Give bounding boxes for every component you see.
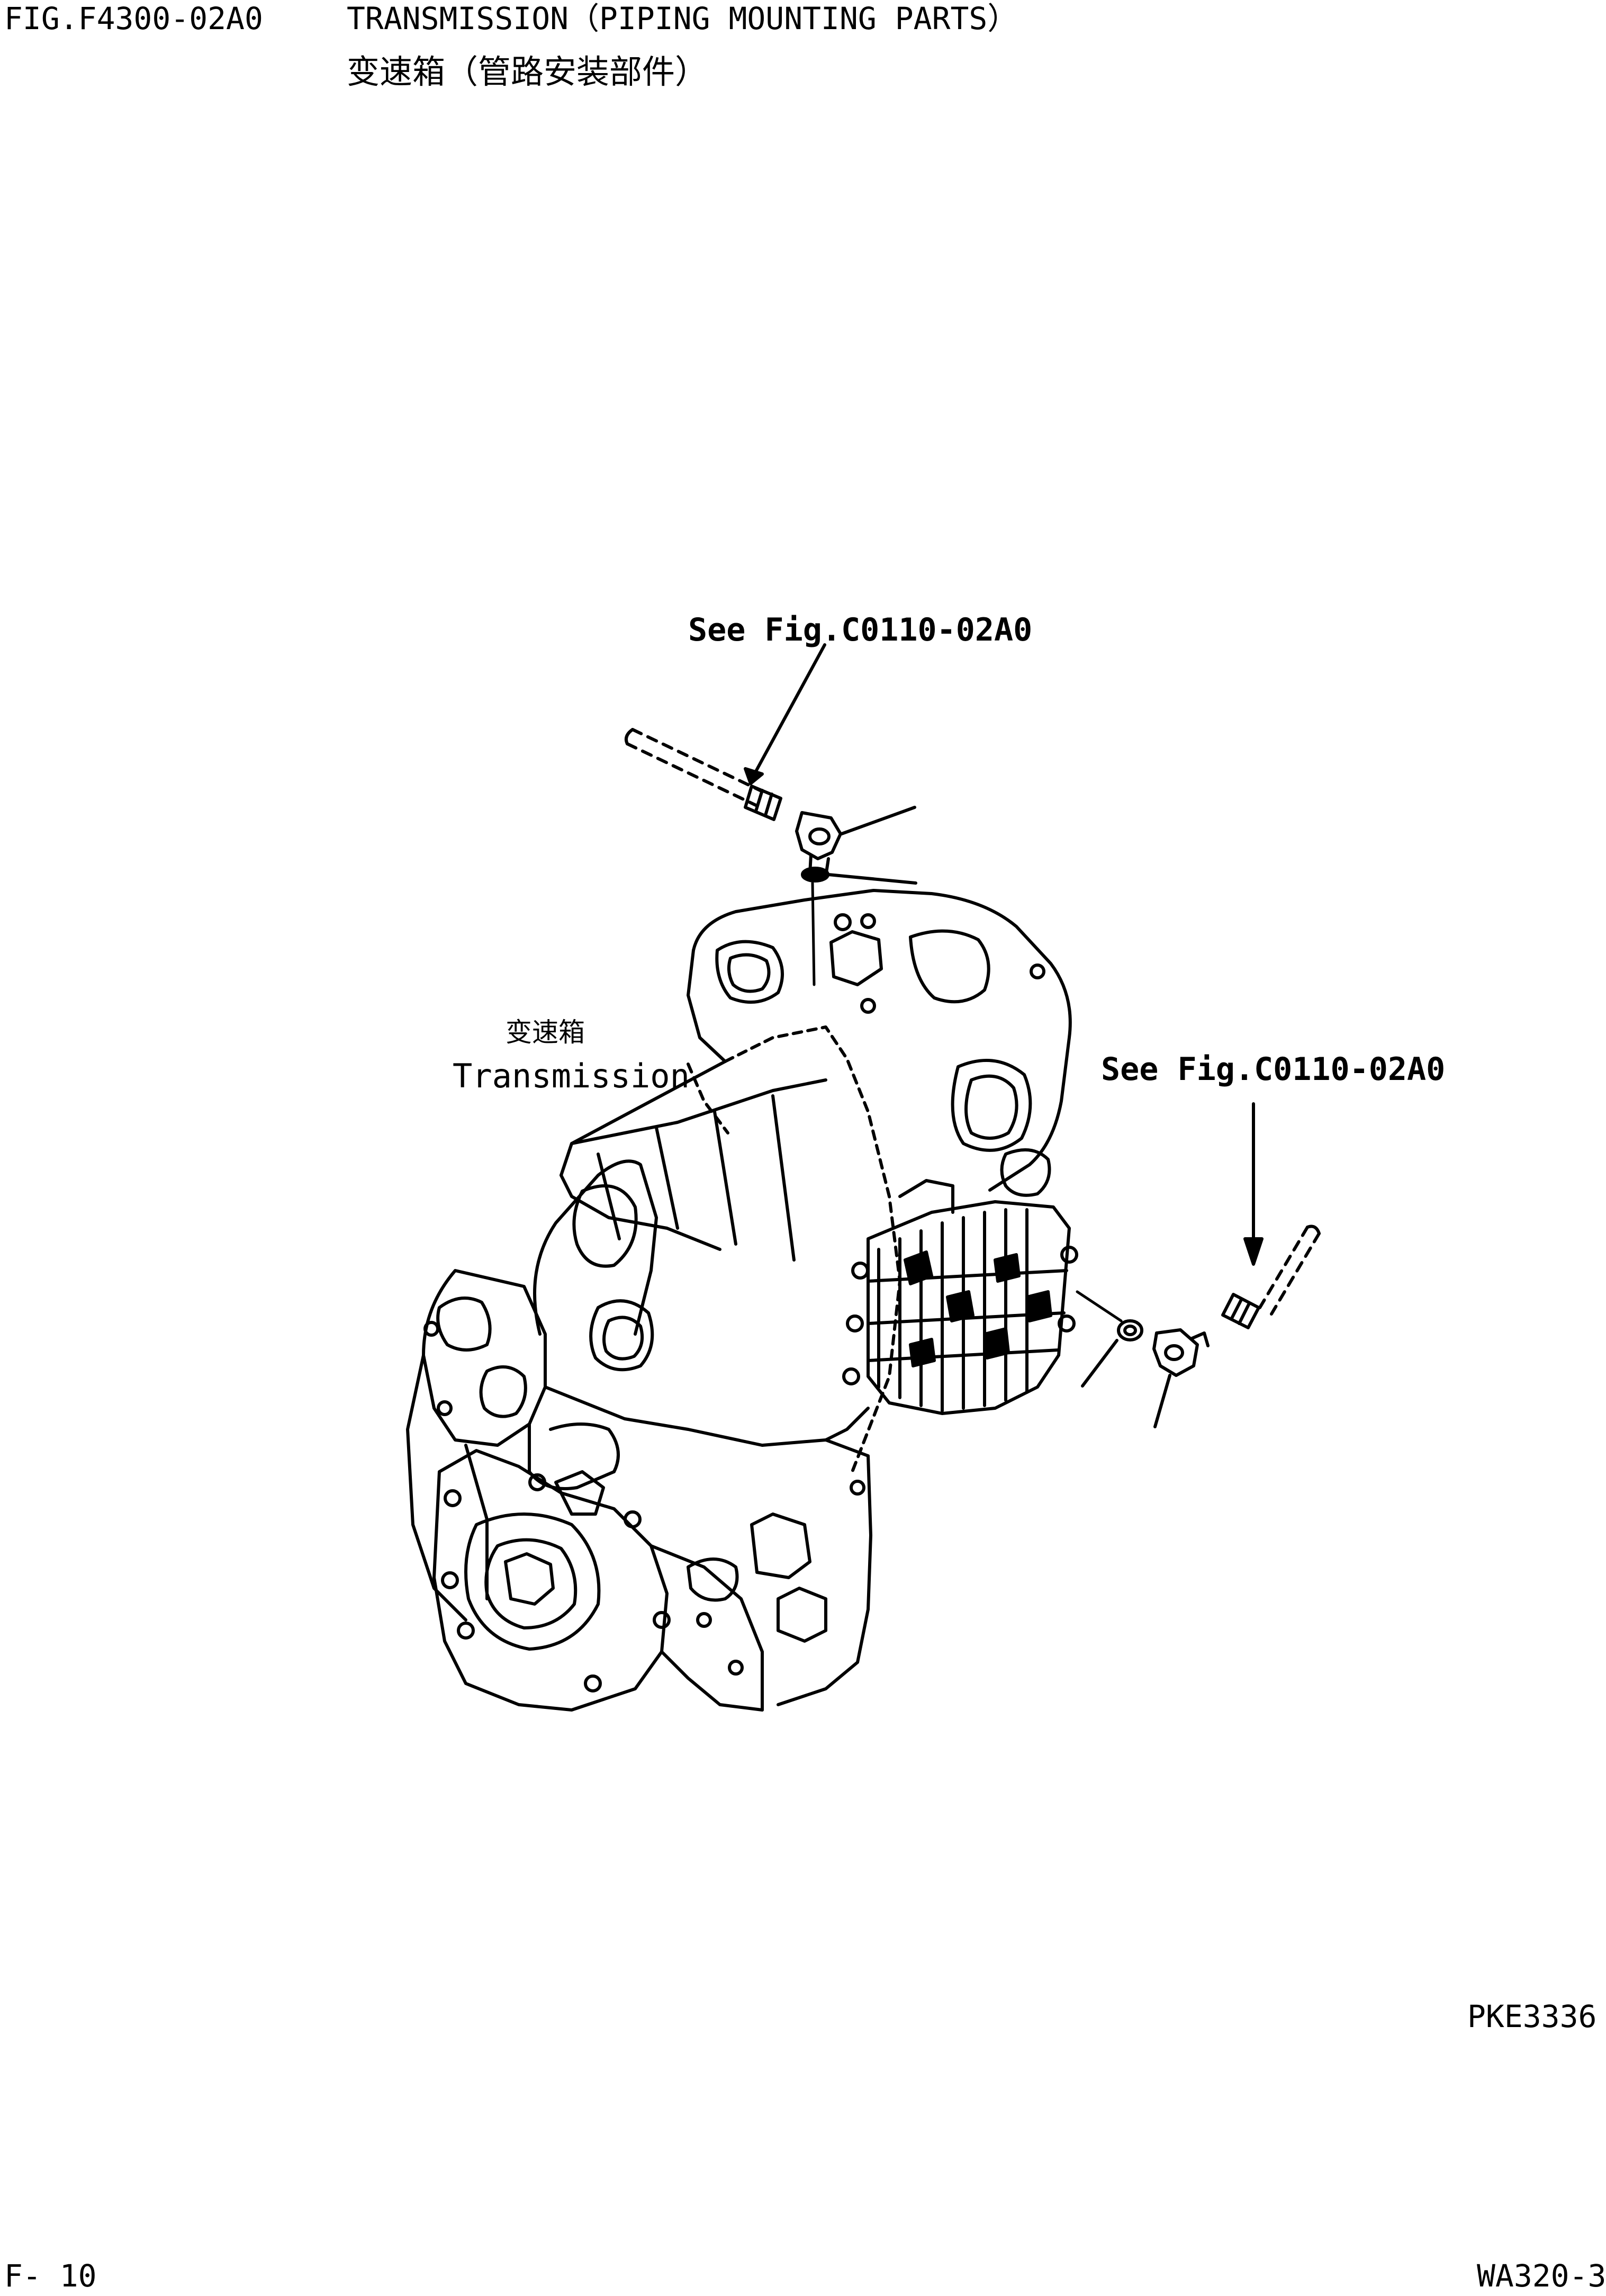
right-pipe-assembly	[1076, 1102, 1321, 1428]
page-title-english: TRANSMISSION（PIPING MOUNTING PARTS）	[347, 1, 1018, 37]
top-pipe-assembly	[625, 643, 917, 986]
page-title-chinese: 变速箱（管路安装部件）	[347, 52, 708, 91]
drawing-code: PKE3336	[1467, 1998, 1597, 2034]
transmission-label-english: Transmission	[453, 1057, 690, 1095]
model-number: WA320-3	[1477, 2258, 1606, 2294]
page-number: F- 10	[4, 2258, 97, 2294]
callout-right-reference: See Fig.C0110-02A0	[1101, 1051, 1446, 1088]
figure-number: FIG.F4300-02A0	[4, 1, 263, 37]
callout-top-reference: See Fig.C0110-02A0	[688, 611, 1033, 649]
transmission-label-chinese: 变速箱	[506, 1017, 585, 1048]
transmission-body	[406, 889, 1078, 1712]
